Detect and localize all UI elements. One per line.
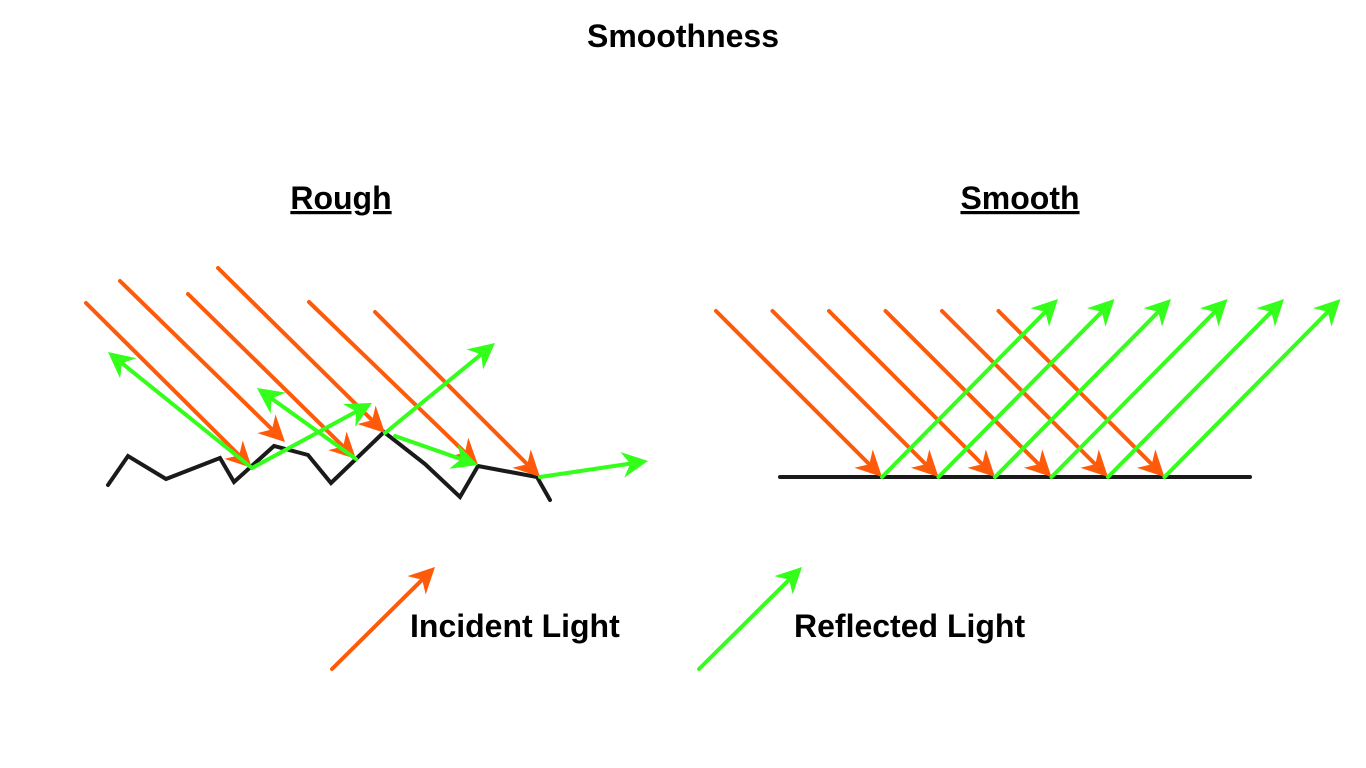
- legend-reflected-arrow-shaft: [697, 577, 792, 671]
- rough-reflected-ray-shaft: [269, 396, 358, 461]
- rough-incident-ray-shaft: [307, 300, 468, 455]
- smooth-reflected-ray-shaft: [1162, 309, 1330, 479]
- smooth-reflected-ray: [1106, 299, 1284, 479]
- rough-reflected-ray-head: [466, 343, 495, 370]
- rough-reflected-ray: [250, 403, 372, 470]
- legend-incident-arrow-head: [407, 567, 435, 595]
- green-arrow-icon: [697, 567, 802, 671]
- smooth-reflected-ray-shaft: [1049, 309, 1217, 479]
- rough-reflected-ray-head: [342, 403, 372, 427]
- smooth-incident-ray-shaft: [770, 309, 928, 467]
- rough-reflected-ray: [383, 343, 495, 435]
- rough-incident-ray-shaft: [373, 310, 530, 467]
- smooth-incident-ray-shaft: [940, 309, 1098, 467]
- smooth-reflected-ray: [936, 299, 1115, 479]
- smooth-reflected-ray-head: [1200, 299, 1228, 327]
- rough-incident-ray-shaft: [186, 292, 346, 449]
- smooth-incident-ray: [940, 309, 1108, 477]
- rough-reflected-ray: [108, 352, 254, 470]
- legend: Incident Light Reflected Light: [330, 567, 1025, 671]
- rough-reflected-ray: [257, 388, 358, 461]
- rough-reflected-ray-shaft: [538, 461, 633, 479]
- smooth-incident-ray-head: [1080, 449, 1108, 477]
- smooth-incident-rays: [714, 309, 1165, 477]
- smooth-reflected-ray-shaft: [1106, 309, 1274, 479]
- legend-incident-label: Incident Light: [410, 608, 620, 644]
- rough-reflected-ray-head: [620, 452, 648, 478]
- rough-reflected-ray: [393, 434, 478, 469]
- rough-incident-ray-shaft: [216, 266, 375, 423]
- rough-incident-ray-head: [512, 449, 540, 477]
- smooth-incident-ray-shaft: [996, 309, 1154, 467]
- smooth-reflected-ray-head: [1256, 299, 1284, 327]
- rough-incident-ray: [118, 279, 285, 442]
- rough-reflected-ray-head: [108, 352, 137, 379]
- smooth-reflected-rays: [880, 299, 1341, 479]
- smooth-incident-ray: [883, 309, 1052, 477]
- legend-incident-arrow-shaft: [330, 577, 425, 671]
- smooth-incident-ray-head: [910, 449, 939, 477]
- diagram-title: Smoothness: [587, 18, 779, 54]
- smooth-reflected-ray: [880, 299, 1058, 479]
- rough-panel: [84, 266, 648, 502]
- rough-reflected-ray-shaft: [120, 361, 254, 470]
- rough-reflected-ray-shaft: [383, 352, 484, 435]
- rough-reflected-ray-head: [257, 388, 286, 414]
- smooth-incident-ray-shaft: [883, 309, 1041, 467]
- rough-reflected-ray: [538, 452, 648, 479]
- smooth-reflected-ray-head: [1030, 299, 1058, 327]
- legend-reflected-label: Reflected Light: [794, 608, 1025, 644]
- smooth-panel: [714, 299, 1341, 479]
- smooth-incident-ray: [827, 309, 995, 477]
- smooth-incident-ray-head: [967, 449, 995, 477]
- legend-reflected-arrow: [697, 567, 802, 671]
- smooth-incident-ray: [714, 309, 882, 477]
- legend-incident-arrow: [330, 567, 435, 671]
- smooth-reflected-ray-head: [1087, 299, 1115, 327]
- rough-incident-rays: [84, 266, 540, 477]
- smooth-reflected-ray-head: [1143, 299, 1171, 327]
- smooth-incident-ray-head: [1023, 449, 1052, 477]
- smooth-reflected-ray-head: [1313, 299, 1341, 327]
- smooth-reflected-ray: [993, 299, 1171, 479]
- orange-arrow-icon: [330, 567, 435, 671]
- smooth-reflected-ray: [1049, 299, 1228, 479]
- rough-incident-ray-shaft: [118, 279, 275, 432]
- rough-incident-ray: [373, 310, 540, 477]
- smooth-incident-ray-shaft: [827, 309, 985, 467]
- rough-incident-ray-head: [257, 414, 285, 442]
- rough-incident-ray: [216, 266, 385, 433]
- rough-panel-title: Rough: [290, 180, 391, 216]
- smooth-incident-ray-head: [854, 449, 882, 477]
- smooth-incident-ray-head: [1136, 449, 1165, 477]
- legend-reflected-arrow-head: [774, 567, 802, 595]
- rough-incident-ray-shaft: [84, 301, 242, 458]
- smooth-incident-ray: [996, 309, 1165, 477]
- smooth-reflected-ray-shaft: [880, 309, 1048, 479]
- smooth-incident-ray-shaft: [714, 309, 872, 467]
- rough-reflected-rays: [108, 343, 648, 479]
- rough-incident-ray-head: [357, 405, 385, 433]
- smooth-reflected-ray-shaft: [936, 309, 1104, 479]
- rough-reflected-ray-head: [449, 444, 478, 469]
- smooth-incident-ray: [770, 309, 939, 477]
- smooth-panel-title: Smooth: [960, 180, 1079, 216]
- smooth-reflected-ray: [1162, 299, 1341, 479]
- smooth-reflected-ray-shaft: [993, 309, 1161, 479]
- rough-reflected-ray-shaft: [250, 409, 359, 470]
- rough-surface: [106, 429, 552, 502]
- rough-reflected-ray-shaft: [393, 434, 464, 462]
